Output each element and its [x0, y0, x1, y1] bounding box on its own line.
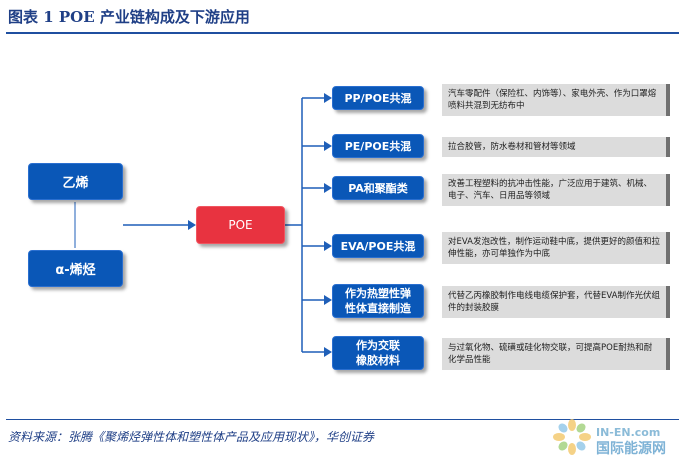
watermark-logo: IN-EN.com 国际能源网 [552, 418, 682, 457]
arrowhead-branch-6 [324, 347, 332, 357]
branch-label: PA和聚酯类 [348, 182, 408, 195]
logo-name: 国际能源网 [596, 441, 666, 457]
center-label: POE [228, 218, 253, 232]
top-rule [6, 32, 679, 34]
branch-desc-5: 代替乙丙橡胶制作电线电缆保护套，代替EVA制作光伏组件的封装胶膜 [442, 286, 666, 318]
branch-label: 作为热塑性弹性体直接制造 [345, 287, 411, 315]
branch-label: PP/POE共混 [344, 92, 412, 105]
arrowhead-branch-1 [324, 93, 332, 103]
branch-box-3: PA和聚酯类 [332, 176, 424, 200]
bottom-rule [6, 419, 679, 420]
arrowhead-branch-5 [324, 295, 332, 305]
logo-domain: IN-EN.com [596, 426, 661, 439]
branch-desc-4: 对EVA发泡改性，制作运动鞋中底，提供更好的颜值和拉伸性能，亦可单独作为中底 [442, 232, 666, 264]
branch-label: 作为交联橡胶材料 [356, 339, 400, 367]
branch-desc-2: 拉合胶管，防水卷材和管材等领域 [442, 137, 666, 157]
input-label: α-烯烃 [55, 263, 96, 278]
input-box-alpha-olefin: α-烯烃 [28, 250, 123, 287]
arrowhead-branch-2 [324, 141, 332, 151]
input-box-ethylene: 乙烯 [28, 163, 123, 200]
center-box-poe: POE [196, 206, 285, 244]
arrowhead-branch-4 [324, 241, 332, 251]
branch-label: EVA/POE共混 [340, 240, 416, 253]
source-note: 资料来源：张腾《聚烯烃弹性体和塑性体产品及应用现状》，华创证券 [8, 430, 375, 444]
branch-label: PE/POE共混 [344, 140, 412, 153]
input-label: 乙烯 [62, 176, 89, 191]
branch-box-1: PP/POE共混 [332, 86, 424, 110]
arrowhead-poe [188, 220, 196, 230]
branch-desc-3: 改善工程塑料的抗冲击性能，广泛应用于建筑、机械、电子、汽车、日用品等领域 [442, 174, 666, 206]
sunflower-icon [553, 419, 591, 455]
figure-title: 图表 1 POE 产业链构成及下游应用 [8, 8, 250, 26]
branch-desc-1: 汽车零配件（保险杠、内饰等）、家电外壳、作为口罩熔喷料共混到无纺布中 [442, 84, 666, 116]
branch-box-4: EVA/POE共混 [332, 234, 424, 258]
branch-desc-6: 与过氧化物、硫磺或硅化物交联，可提高POE耐热和耐化学品性能 [442, 338, 666, 370]
branch-box-5: 作为热塑性弹性体直接制造 [332, 284, 424, 318]
branch-box-2: PE/POE共混 [332, 134, 424, 158]
branch-box-6: 作为交联橡胶材料 [332, 336, 424, 370]
arrowhead-branch-3 [324, 183, 332, 193]
